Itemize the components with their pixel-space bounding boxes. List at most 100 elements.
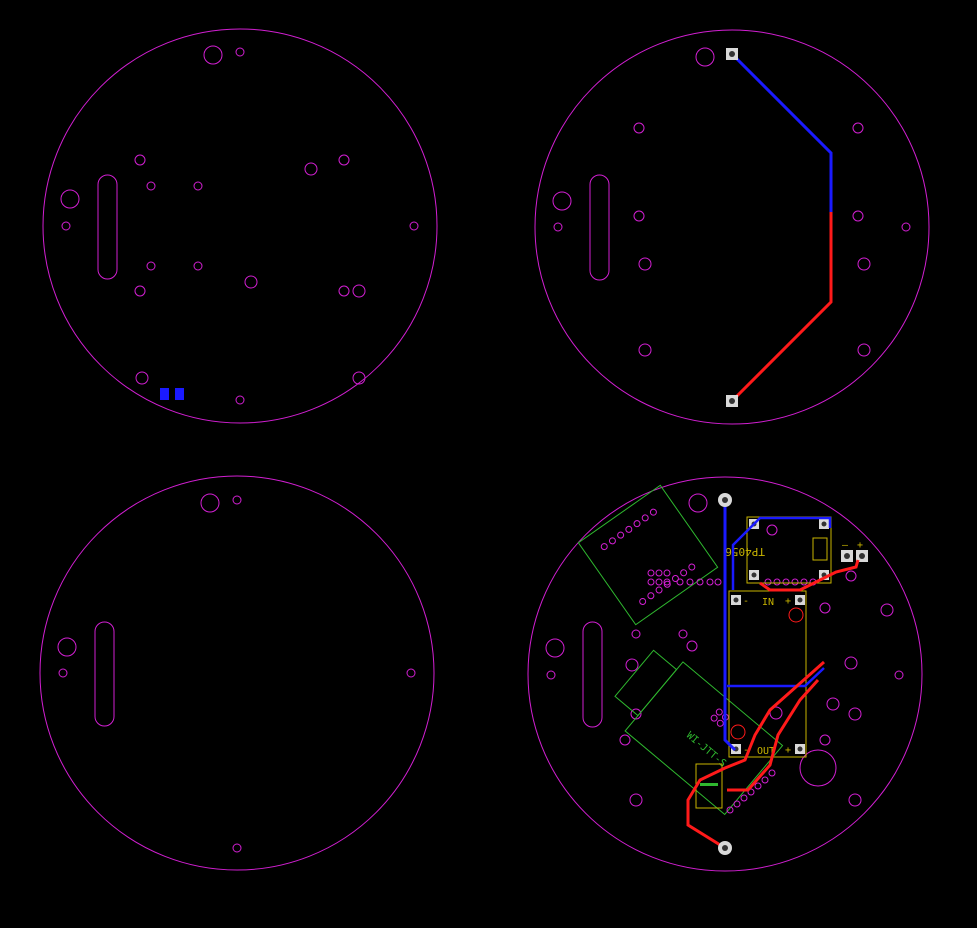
mounting-hole [619,734,631,746]
board-outline [527,476,923,872]
mounting-slot [582,621,603,728]
mounting-hole [678,629,688,639]
battery-pad-top [726,48,738,60]
mounting-slot [589,174,610,281]
mounting-hole [857,257,871,271]
converter-minus-in: - [743,596,749,607]
converter-plus-out: + [785,745,791,756]
capacitor-footprint [799,749,837,787]
panel-bottom-left [39,475,435,871]
mounting-hole [766,524,778,536]
mounting-hole [848,707,862,721]
battery-minus-label: – [842,540,849,551]
converter-plus-in: + [785,596,791,607]
trace-top-positive [730,212,833,403]
panel-top-right [534,29,930,425]
board-outline [39,475,435,871]
mounting-hole [686,640,698,652]
mounting-hole [58,668,68,678]
mounting-hole [338,285,350,297]
mounting-hole [546,670,556,680]
mounting-hole [819,734,831,746]
mounting-hole [203,45,223,65]
dev-board-footprint [577,484,719,626]
trace-bottom-negative [730,52,833,212]
charger-label: TP4056 [725,545,765,558]
mounting-hole [200,493,220,513]
mounting-hole [638,343,652,357]
board-outline [42,28,438,424]
converter-in-label: IN [762,597,774,608]
wifi-pad-row [726,769,776,814]
mounting-hole [135,371,149,385]
mounting-hole [852,210,864,222]
converter-minus-out: - [743,745,749,756]
mounting-hole [338,154,350,166]
mounting-hole [235,47,245,57]
battery-hole-bottom [718,841,732,855]
mounting-hole [553,222,563,232]
trace-bottom-gnd-main [723,505,737,752]
board-outline [534,29,930,425]
wifi-module-footprint: WI-JTT-S [614,649,784,816]
smd-pad [160,388,169,400]
mounting-hole [769,706,783,720]
mounting-hole [232,843,242,853]
mounting-hole [857,343,871,357]
mounting-hole [304,162,318,176]
mounting-hole [232,495,242,505]
mounting-hole [638,257,652,271]
mounting-hole [633,122,645,134]
charger-module: TP4056 [725,516,832,584]
battery-hole-top [718,493,732,507]
mounting-hole [193,261,203,271]
mounting-hole [193,181,203,191]
mounting-hole [134,154,146,166]
mounting-hole [406,668,416,678]
mounting-hole [60,189,80,209]
mounting-hole [545,638,565,658]
mounting-hole [625,658,639,672]
trace-top-switch [727,678,820,792]
mounting-hole [352,284,366,298]
battery-terminals: – + [841,540,868,562]
battery-plus-label: + [857,540,863,551]
trace-bottom-charger [731,516,832,590]
trace-top-battery [759,559,860,592]
mounting-hole [852,122,864,134]
mounting-hole [235,395,245,405]
mounting-hole [688,493,708,513]
mounting-hole [630,708,642,720]
converter-out-label: OUT [757,746,775,757]
mounting-hole [146,181,156,191]
mounting-hole [819,602,831,614]
mounting-hole [61,221,71,231]
mounting-hole [901,222,911,232]
mounting-hole [826,697,840,711]
mounting-hole [880,603,894,617]
mounting-slot [97,174,118,280]
converter-module: - IN + - OUT + [728,590,807,758]
mounting-hole [409,221,419,231]
mounting-hole [146,261,156,271]
mounting-hole [552,191,572,211]
mounting-hole [695,47,715,67]
mounting-slot [94,621,115,727]
mounting-hole [629,793,643,807]
mounting-hole [352,371,366,385]
panel-top-left [42,28,438,424]
panel-bottom-right: WI-JTT-S - IN + - OUT + [527,476,923,872]
mounting-hole [244,275,258,289]
trace-bottom-diag [727,667,825,688]
mounting-hole [845,570,857,582]
mounting-hole [844,656,858,670]
trace-top-converter [686,660,825,850]
mounting-hole [633,210,645,222]
mounting-hole [134,285,146,297]
mounting-hole [894,670,904,680]
mounting-hole [57,637,77,657]
mounting-hole [848,793,862,807]
mounting-hole [631,629,641,639]
